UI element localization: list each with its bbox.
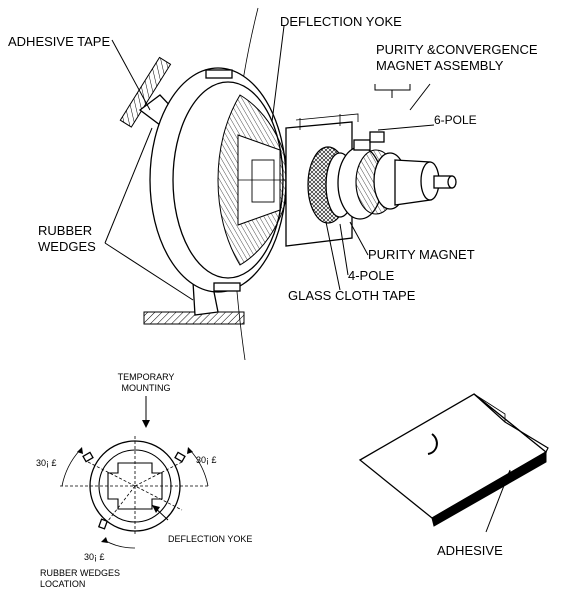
label-six-pole: 6-POLE [434, 113, 477, 127]
tube-neck [394, 159, 457, 206]
deflection-coil-windings [217, 94, 292, 266]
label-detail-deflection-yoke: DEFLECTION YOKE [168, 534, 252, 544]
wedge-notch-mark [427, 433, 438, 455]
wedge-location-detail: TEMPORARY MOUNTING 30¡ £ 30¡ £ 30¡ £ DEF… [36, 372, 252, 589]
label-temporary: TEMPORARY [118, 372, 175, 382]
label-four-pole: 4-POLE [348, 268, 395, 283]
label-angle-right: 30¡ £ [196, 455, 217, 465]
label-deflection-yoke: DEFLECTION YOKE [280, 14, 402, 29]
label-adhesive-tape: ADHESIVE TAPE [8, 34, 110, 49]
label-mounting: MOUNTING [122, 383, 171, 393]
purity-convergence-magnet-assembly [337, 131, 407, 220]
leader-lines [104, 25, 435, 301]
label-rubber-wedges-line2: WEDGES [38, 239, 96, 254]
main-labels: ADHESIVE TAPE DEFLECTION YOKE PURITY &CO… [8, 14, 538, 303]
label-angle-bottom: 30¡ £ [84, 552, 105, 562]
label-wedges-location-line2: LOCATION [40, 579, 85, 589]
label-wedges-location-line1: RUBBER WEDGES [40, 568, 120, 578]
wedge-top-face [358, 393, 548, 519]
rubber-wedge-illustration: ADHESIVE [358, 393, 549, 558]
label-angle-left: 30¡ £ [36, 458, 57, 468]
label-rubber-wedges-line1: RUBBER [38, 223, 92, 238]
label-purity-magnet: PURITY MAGNET [368, 247, 475, 262]
label-adhesive: ADHESIVE [437, 543, 503, 558]
label-purity-assembly-line1: PURITY &CONVERGENCE [376, 42, 538, 57]
wedge-raised-block [473, 393, 549, 453]
label-purity-assembly-line2: MAGNET ASSEMBLY [376, 58, 504, 73]
label-glass-cloth-tape: GLASS CLOTH TAPE [288, 288, 416, 303]
crt-assembly-illustration [119, 7, 457, 361]
